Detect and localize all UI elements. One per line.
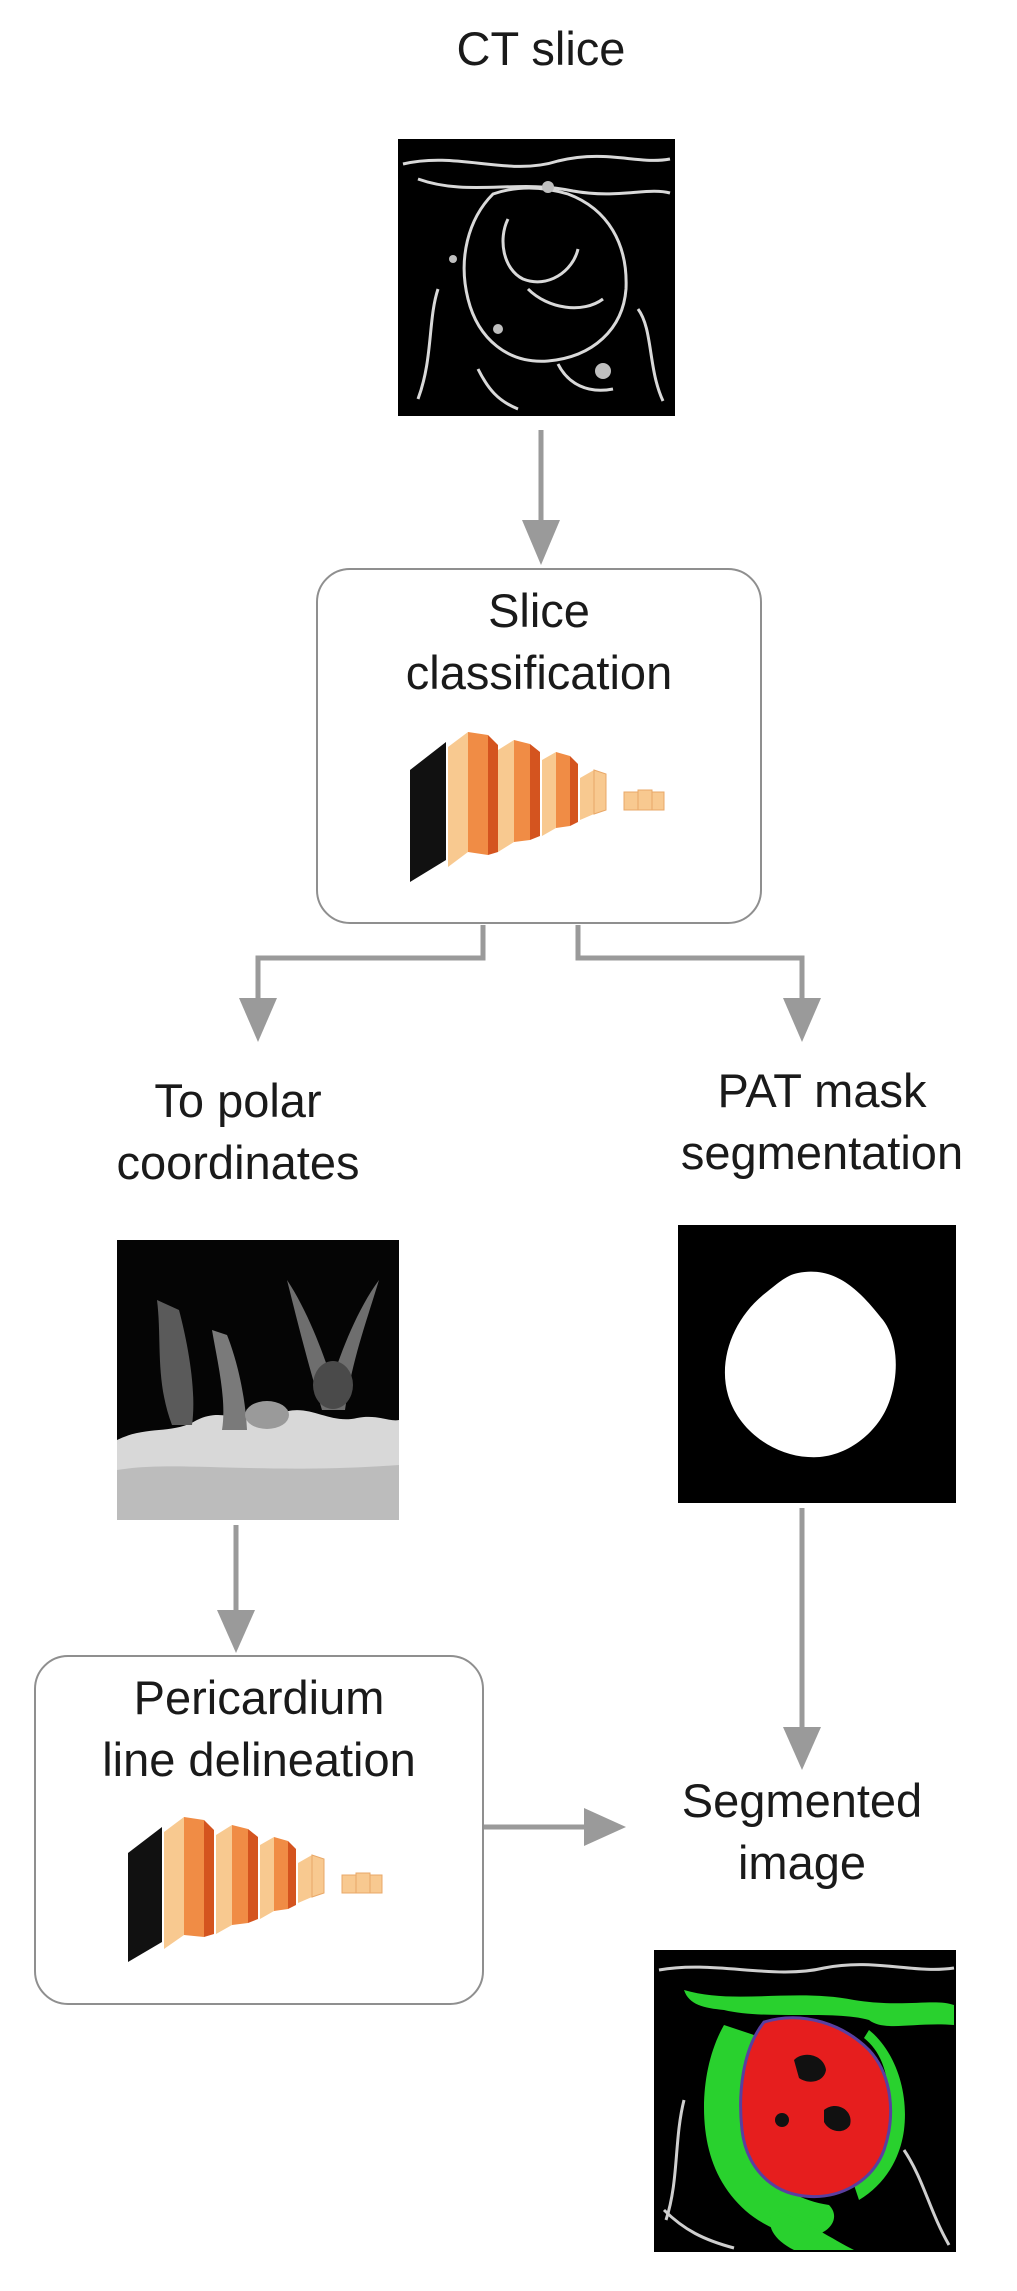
pat-mask-image <box>678 1225 956 1503</box>
segmented-image <box>654 1950 956 2252</box>
pericardium-label: Pericardium line delineation <box>102 1671 416 1786</box>
pericardium-box: Pericardium line delineation <box>34 1655 484 2005</box>
slice-classification-box: Slice classification <box>316 568 762 924</box>
segmented-label: Segmented image <box>681 1774 923 1889</box>
cnn-icon <box>410 732 665 882</box>
slice-classification-label: Slice classification <box>405 584 673 699</box>
to-polar-label: To polar coordinates <box>116 1074 360 1189</box>
cnn-icon <box>128 1817 383 1962</box>
ct-slice-label: CT slice <box>456 22 626 75</box>
ct-slice-image <box>398 139 675 416</box>
arrow-classification-to-mask <box>575 925 805 998</box>
pat-mask-label: PAT mask segmentation <box>680 1064 964 1179</box>
arrow-classification-to-polar <box>255 925 486 998</box>
polar-coordinates-image <box>117 1240 399 1520</box>
